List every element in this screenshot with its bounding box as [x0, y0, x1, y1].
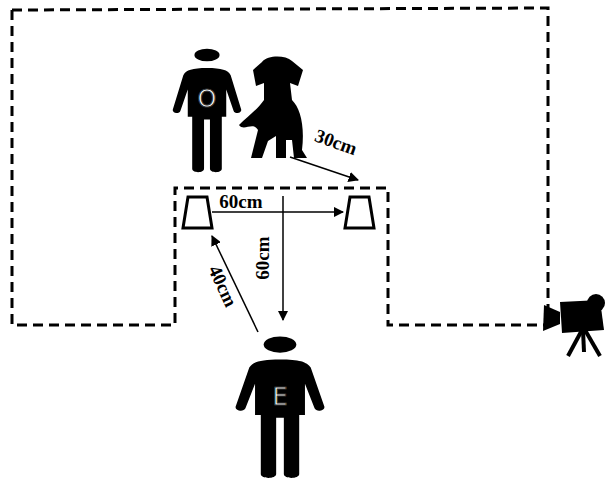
dimension-arrow [212, 211, 343, 213]
person-letter: O [170, 87, 244, 111]
camera-symbol [543, 294, 605, 356]
dimension-label: 60cm [253, 236, 272, 279]
dimension-arrow [282, 196, 284, 320]
cup-symbol [183, 197, 212, 228]
area-outline [12, 8, 548, 325]
dog-silhouette [239, 57, 307, 158]
person-letter: E [232, 385, 328, 409]
cup-symbol [345, 197, 374, 228]
person-figure: E [232, 332, 328, 480]
dimension-label: 30cm [312, 126, 359, 159]
dimension-arrow [290, 157, 358, 180]
dimension-label: 60cm [219, 192, 262, 211]
person-figure: O [170, 44, 244, 174]
